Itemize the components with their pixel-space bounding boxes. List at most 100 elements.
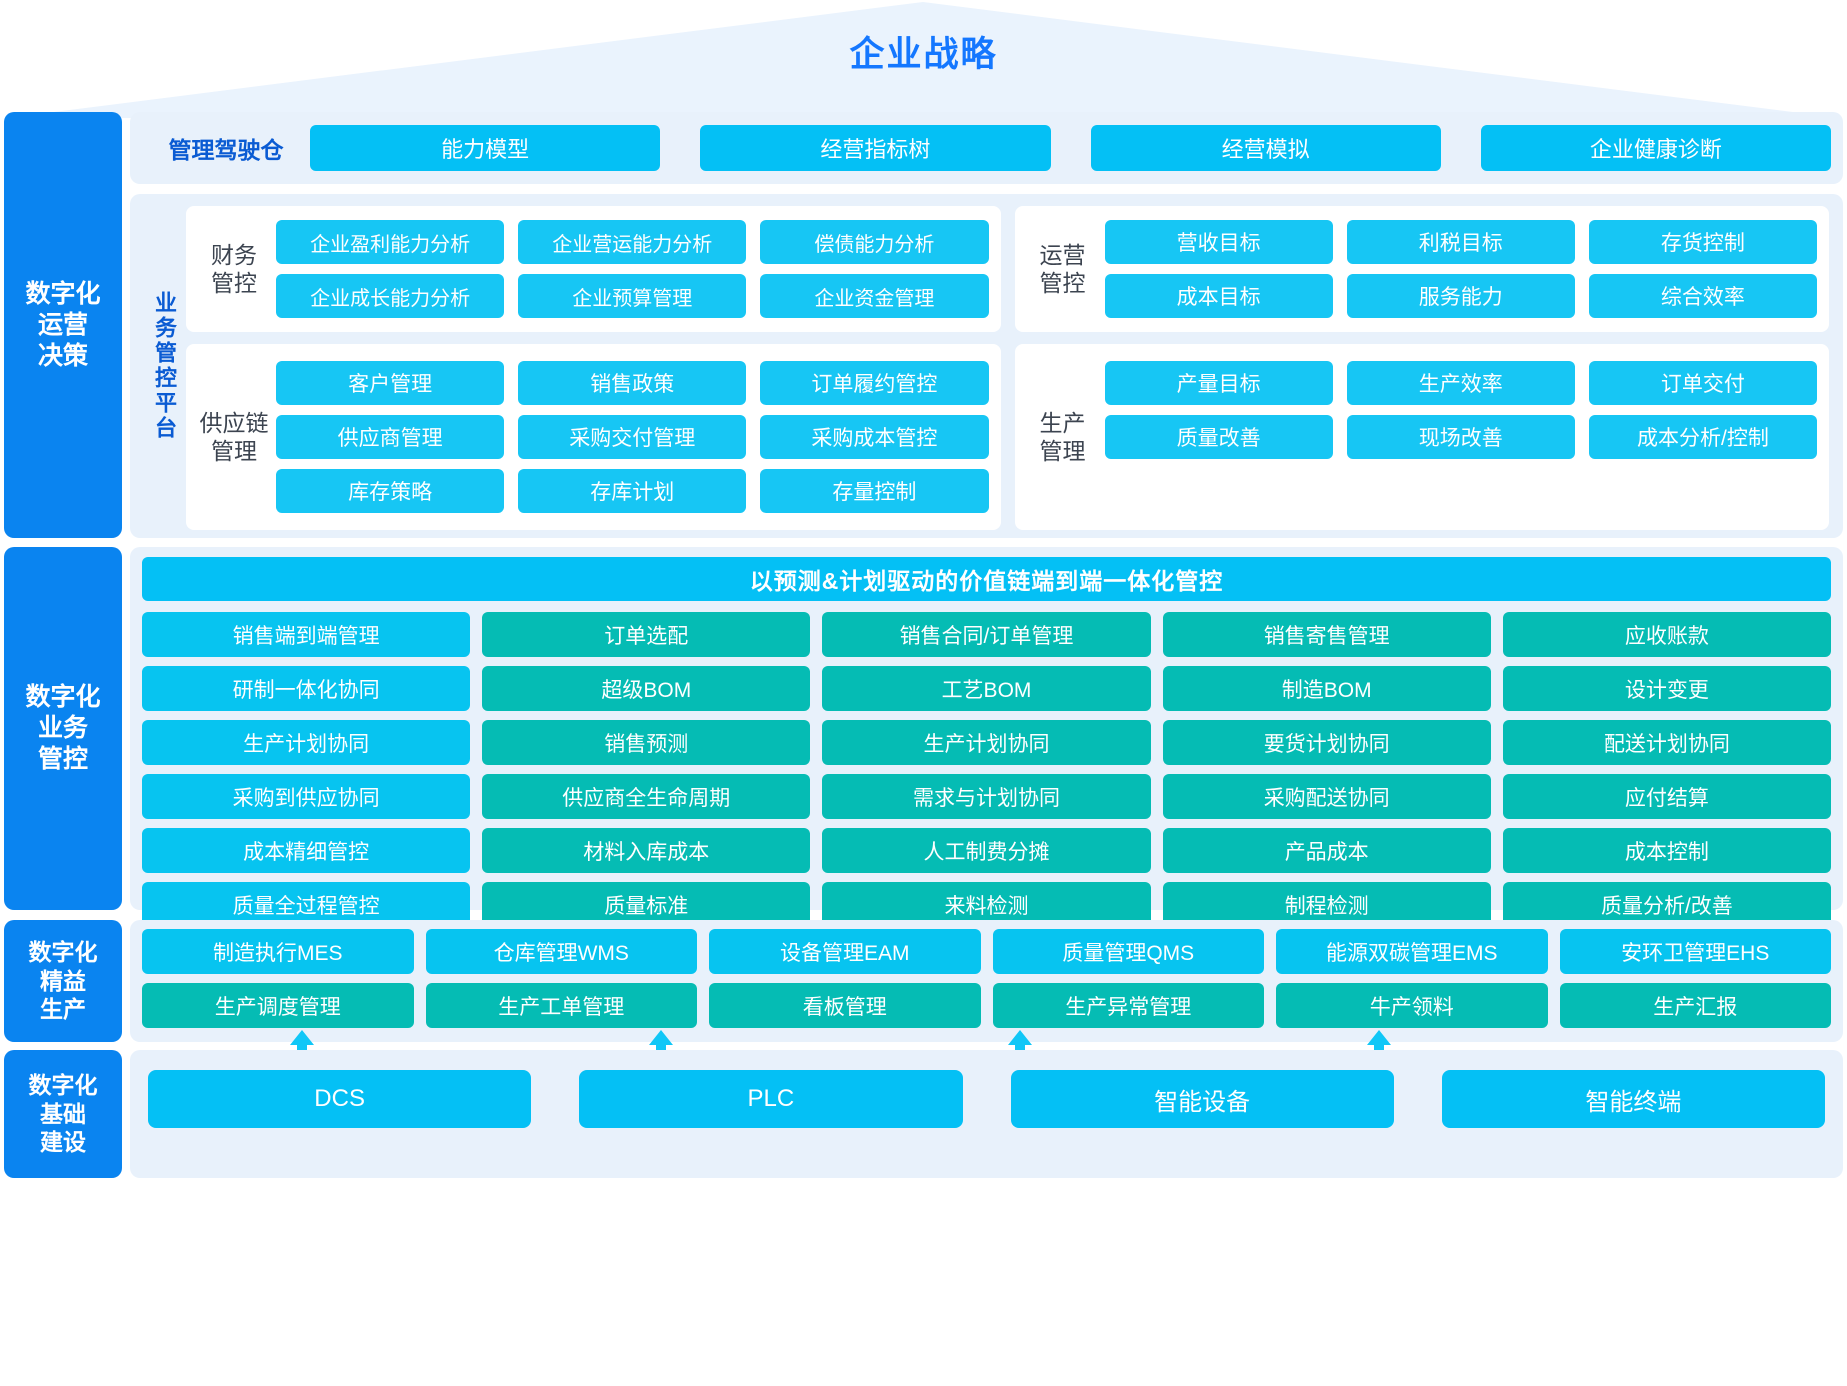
card-title-line: 管控 — [211, 270, 257, 296]
biz-cell[interactable]: 产品成本 — [1162, 828, 1491, 873]
lean-cell[interactable]: 生产调度管理 — [142, 983, 414, 1028]
lean-cell[interactable]: 设备管理EAM — [709, 929, 981, 974]
card-item[interactable]: 偿债能力分析 — [760, 220, 989, 264]
card-title-line: 管理 — [1039, 438, 1086, 464]
card-item[interactable]: 订单履约管控 — [760, 361, 989, 405]
biz-cell[interactable]: 成本控制 — [1502, 828, 1831, 873]
rail-digital-operation-decision[interactable]: 数字化 运营 决策 — [4, 112, 122, 538]
biz-cell[interactable]: 销售预测 — [482, 720, 811, 765]
card-item[interactable]: 采购交付管理 — [518, 415, 747, 459]
rail-line: 数字化 — [28, 939, 98, 966]
biz-cell[interactable]: 质量分析/改善 — [1502, 882, 1831, 927]
card-item[interactable]: 存库计划 — [518, 469, 747, 513]
card-item[interactable]: 质量改善 — [1104, 415, 1333, 459]
infrastructure-grid: DCS PLC 智能设备 智能终端 — [142, 1070, 1831, 1128]
biz-cell[interactable]: 质量标准 — [482, 882, 811, 927]
biz-cell[interactable]: 应付结算 — [1502, 774, 1831, 819]
card-items: 企业盈利能力分析 企业营运能力分析 偿债能力分析 企业成长能力分析 企业预算管理… — [276, 220, 989, 318]
card-item[interactable]: 供应商管理 — [276, 415, 505, 459]
biz-cell[interactable]: 成本精细管控 — [142, 828, 471, 873]
lean-cell[interactable]: 牛产领料 — [1276, 983, 1548, 1028]
biz-cell[interactable]: 采购到供应协同 — [142, 774, 471, 819]
card-item[interactable]: 客户管理 — [276, 361, 505, 405]
lean-cell[interactable]: 看板管理 — [709, 983, 981, 1028]
biz-cell[interactable]: 超级BOM — [482, 666, 811, 711]
card-title-line: 财务 — [211, 241, 257, 268]
biz-cell[interactable]: 销售寄售管理 — [1162, 612, 1491, 657]
card-item[interactable]: 企业盈利能力分析 — [276, 220, 505, 264]
card-item[interactable]: 生产效率 — [1346, 361, 1575, 405]
biz-cell[interactable]: 质量全过程管控 — [142, 882, 471, 927]
card-item[interactable]: 营收目标 — [1104, 220, 1333, 264]
biz-cell[interactable]: 生产计划协同 — [822, 720, 1151, 765]
biz-cell[interactable]: 销售端到端管理 — [142, 612, 471, 657]
card-item[interactable]: 综合效率 — [1588, 274, 1817, 318]
card-item[interactable]: 成本目标 — [1104, 274, 1333, 318]
lean-cell[interactable]: 生产工单管理 — [425, 983, 697, 1028]
lean-cell[interactable]: 生产汇报 — [1559, 983, 1831, 1028]
lean-cell[interactable]: 生产异常管理 — [992, 983, 1264, 1028]
biz-cell[interactable]: 需求与计划协同 — [822, 774, 1151, 819]
biz-cell[interactable]: 配送计划协同 — [1502, 720, 1831, 765]
lean-cell[interactable]: 仓库管理WMS — [425, 929, 697, 974]
biz-cell[interactable]: 供应商全生命周期 — [482, 774, 811, 819]
card-item[interactable]: 服务能力 — [1346, 274, 1575, 318]
infra-item-dcs[interactable]: DCS — [148, 1070, 532, 1128]
biz-cell[interactable]: 研制一体化协同 — [142, 666, 471, 711]
biz-cell[interactable]: 材料入库成本 — [482, 828, 811, 873]
infrastructure-panel: DCS PLC 智能设备 智能终端 — [130, 1050, 1843, 1178]
card-item[interactable]: 订单交付 — [1588, 361, 1817, 405]
card-item[interactable]: 存量控制 — [760, 469, 989, 513]
biz-cell[interactable]: 生产计划协同 — [142, 720, 471, 765]
card-item[interactable]: 库存策略 — [276, 469, 505, 513]
card-item[interactable]: 成本分析/控制 — [1588, 415, 1817, 459]
lean-cell[interactable]: 能源双碳管理EMS — [1276, 929, 1548, 974]
biz-cell[interactable]: 销售合同/订单管理 — [822, 612, 1151, 657]
infra-item-smart-equipment[interactable]: 智能设备 — [1010, 1070, 1394, 1128]
biz-cell[interactable]: 制造BOM — [1162, 666, 1491, 711]
cockpit-item[interactable]: 企业健康诊断 — [1480, 125, 1831, 171]
biz-cell[interactable]: 采购配送协同 — [1162, 774, 1491, 819]
card-item[interactable]: 企业成长能力分析 — [276, 274, 505, 318]
rail-digital-infrastructure[interactable]: 数字化 基础 建设 — [4, 1050, 122, 1178]
card-item[interactable]: 企业资金管理 — [760, 274, 989, 318]
card-item[interactable]: 现场改善 — [1346, 415, 1575, 459]
card-item[interactable]: 存货控制 — [1588, 220, 1817, 264]
rail-line: 决策 — [37, 341, 88, 370]
biz-cell[interactable]: 人工制费分摊 — [822, 828, 1151, 873]
card-items: 产量目标 生产效率 订单交付 质量改善 现场改善 成本分析/控制 — [1104, 361, 1817, 513]
rail-digital-business-control[interactable]: 数字化 业务 管控 — [4, 547, 122, 910]
biz-cell[interactable]: 订单选配 — [482, 612, 811, 657]
biz-cell[interactable]: 制程检测 — [1162, 882, 1491, 927]
card-item[interactable]: 采购成本管控 — [760, 415, 989, 459]
lean-cell[interactable]: 制造执行MES — [142, 929, 414, 974]
card-item[interactable]: 企业预算管理 — [518, 274, 747, 318]
card-item[interactable]: 企业营运能力分析 — [518, 220, 747, 264]
card-title-line: 管控 — [1039, 270, 1086, 296]
card-item[interactable]: 产量目标 — [1104, 361, 1333, 405]
card-title-line: 管理 — [211, 438, 257, 464]
lean-production-panel: 制造执行MES 仓库管理WMS 设备管理EAM 质量管理QMS 能源双碳管理EM… — [130, 920, 1843, 1042]
rail-digital-lean-production[interactable]: 数字化 精益 生产 — [4, 920, 122, 1042]
card-supply-chain-management: 供应链 管理 客户管理 销售政策 订单履约管控 供应商管理 采购交付管理 采购成… — [186, 344, 1001, 530]
business-control-grid: 销售端到端管理 订单选配 销售合同/订单管理 销售寄售管理 应收账款 研制一体化… — [142, 612, 1831, 927]
biz-cell[interactable]: 设计变更 — [1502, 666, 1831, 711]
biz-cell[interactable]: 来料检测 — [822, 882, 1151, 927]
cockpit-item[interactable]: 能力模型 — [310, 125, 661, 171]
infra-item-smart-terminal[interactable]: 智能终端 — [1441, 1070, 1825, 1128]
biz-cell[interactable]: 工艺BOM — [822, 666, 1151, 711]
cockpit-item[interactable]: 经营指标树 — [700, 125, 1051, 171]
card-item[interactable]: 利税目标 — [1346, 220, 1575, 264]
rail-line: 管控 — [37, 745, 88, 773]
cockpit-item[interactable]: 经营模拟 — [1090, 125, 1441, 171]
biz-cell[interactable]: 要货计划协同 — [1162, 720, 1491, 765]
card-title: 生产 管理 — [1021, 409, 1105, 465]
biz-cell[interactable]: 应收账款 — [1502, 612, 1831, 657]
card-title-line: 供应链 — [199, 409, 269, 436]
rail-line: 精益 — [40, 967, 86, 994]
lean-cell[interactable]: 安环卫管理EHS — [1559, 929, 1831, 974]
infra-item-plc[interactable]: PLC — [579, 1070, 963, 1128]
card-item[interactable]: 销售政策 — [518, 361, 747, 405]
lean-cell[interactable]: 质量管理QMS — [992, 929, 1264, 974]
